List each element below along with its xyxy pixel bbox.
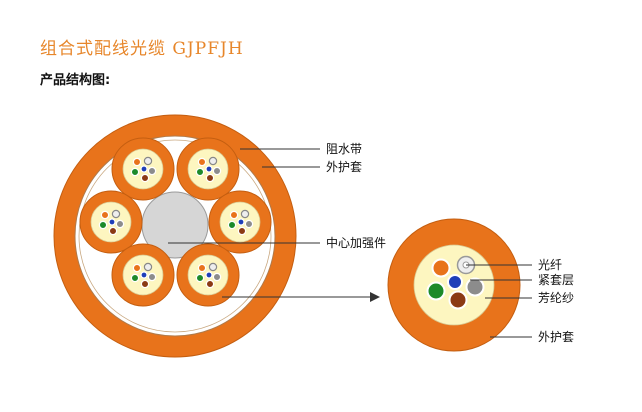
sub-cable-unit-6 [176, 243, 240, 307]
unit-fiber-gray [115, 219, 125, 229]
page-title: 组合式配线光缆 GJPFJH [40, 39, 244, 59]
unit-fiber-brown [205, 173, 215, 183]
unit-fiber-gray [147, 272, 157, 282]
fiber-orange [431, 258, 451, 278]
unit-fiber-brown [237, 226, 247, 236]
sub-cable-unit-5 [111, 243, 175, 307]
sub-cable-unit-2 [176, 137, 240, 201]
main-cable-cross-section [53, 114, 297, 358]
fiber-green [426, 281, 446, 301]
unit-fiber-orange [100, 210, 110, 220]
label-tight-buffer: 紧套层 [538, 273, 574, 287]
unit-fiber-blue [140, 271, 148, 279]
unit-fiber-green [130, 167, 140, 177]
sub-cable-units [79, 137, 272, 307]
unit-fiber-blue [108, 218, 116, 226]
unit-fiber-brown [140, 279, 150, 289]
unit-fiber-gray [212, 166, 222, 176]
fiber-brown [448, 290, 468, 310]
unit-fiber-brown [108, 226, 118, 236]
unit-fiber-orange [229, 210, 239, 220]
fiber-gray [465, 277, 485, 297]
unit-fiber-green [195, 167, 205, 177]
fiber-blue-center [447, 274, 463, 290]
sub-cable-cross-section [387, 218, 521, 352]
unit-fiber-blue [237, 218, 245, 226]
label-water-blocking-tape: 阻水带 [326, 142, 362, 156]
sub-cable-unit-1 [111, 137, 175, 201]
label-outer-sheath-main: 外护套 [326, 160, 362, 174]
unit-fiber-green [130, 273, 140, 283]
sub-cable-unit-4 [208, 190, 272, 254]
unit-fiber-orange [197, 263, 207, 273]
unit-fiber-white [143, 262, 153, 272]
section-subtitle: 产品结构图: [40, 73, 111, 88]
sub-leader-lines [466, 264, 532, 338]
unit-fiber-green [98, 220, 108, 230]
unit-fiber-brown [140, 173, 150, 183]
main-leader-lines [168, 148, 320, 244]
unit-fiber-white [111, 209, 121, 219]
unit-fiber-orange [132, 157, 142, 167]
unit-fiber-white [143, 156, 153, 166]
sub-cable-unit-3 [79, 190, 143, 254]
unit-fiber-white [208, 156, 218, 166]
unit-fiber-white [240, 209, 250, 219]
unit-fiber-blue [205, 165, 213, 173]
unit-fiber-blue [205, 271, 213, 279]
label-outer-sheath-sub: 外护套 [538, 330, 574, 344]
unit-fiber-orange [197, 157, 207, 167]
unit-fiber-green [195, 273, 205, 283]
unit-fiber-blue [140, 165, 148, 173]
unit-fiber-green [227, 220, 237, 230]
unit-fiber-gray [212, 272, 222, 282]
label-optical-fiber: 光纤 [538, 258, 562, 272]
unit-fiber-orange [132, 263, 142, 273]
label-aramid-yarn: 芳纶纱 [538, 291, 574, 305]
main-inner-tape-line [78, 139, 272, 333]
label-central-strength-member: 中心加强件 [326, 235, 386, 250]
unit-fiber-white [208, 262, 218, 272]
unit-fiber-brown [205, 279, 215, 289]
zoom-arrow [222, 292, 380, 302]
unit-fiber-gray [147, 166, 157, 176]
unit-fiber-gray [244, 219, 254, 229]
